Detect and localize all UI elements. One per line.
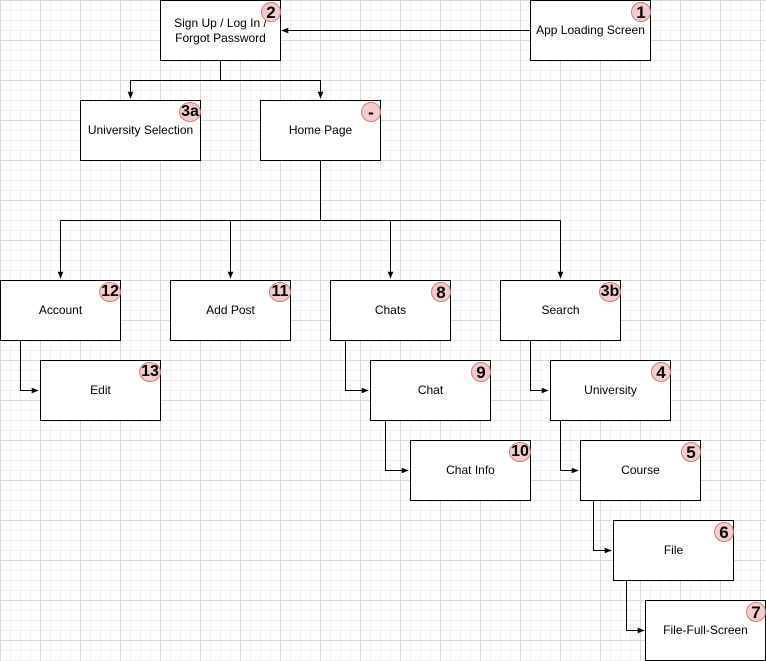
node-account: Account 12 <box>0 280 121 341</box>
node-chat-info: Chat Info 10 <box>410 440 531 501</box>
edge-home-to-account <box>61 220 561 279</box>
node-signup-login: Sign Up / Log In / Forgot Password 2 <box>160 0 281 61</box>
edge-course-to-file <box>593 500 612 554</box>
edge-search-to-university <box>530 340 549 394</box>
step-badge: - <box>361 102 381 122</box>
node-label: Chat <box>417 383 444 397</box>
node-label: File <box>663 543 684 557</box>
step-badge: 10 <box>509 442 531 462</box>
node-label: Account <box>38 303 83 317</box>
edge-chat-to-chat-info <box>385 420 409 474</box>
node-label: Chats <box>374 303 407 317</box>
edge-signup-to-university-selection <box>127 60 221 99</box>
node-university-selection: University Selection 3a <box>80 100 201 161</box>
step-badge: 13 <box>139 362 161 382</box>
step-badge: 4 <box>651 362 671 382</box>
node-label: University Selection <box>87 123 194 137</box>
node-edit: Edit 13 <box>40 360 161 421</box>
step-badge: 7 <box>746 602 766 622</box>
node-university: University 4 <box>550 360 671 421</box>
step-badge: 9 <box>471 362 491 382</box>
step-badge: 6 <box>714 522 734 542</box>
node-label: Sign Up / Log In / Forgot Password <box>174 15 267 45</box>
node-label: Search <box>541 303 580 317</box>
node-file-full-screen: File-Full-Screen 7 <box>645 600 766 661</box>
edge-file-to-file-full <box>626 580 645 634</box>
edge-signup-to-home <box>220 80 324 99</box>
node-label: Course <box>621 463 660 477</box>
node-course: Course 5 <box>580 440 701 501</box>
edge-university-to-course <box>560 420 579 474</box>
node-search: Search 3b <box>500 280 621 341</box>
node-chats: Chats 8 <box>330 280 451 341</box>
step-badge: 11 <box>269 282 291 302</box>
node-label: University <box>584 383 637 397</box>
node-label: App Loading Screen <box>536 23 645 37</box>
node-app-loading-screen: App Loading Screen 1 <box>530 0 651 61</box>
step-badge: 2 <box>261 2 281 22</box>
step-badge: 5 <box>681 442 701 462</box>
node-chat: Chat 9 <box>370 360 491 421</box>
node-label: File-Full-Screen <box>663 623 748 637</box>
edge-chats-to-chat <box>345 340 369 394</box>
step-badge: 3a <box>179 102 201 122</box>
node-add-post: Add Post 11 <box>170 280 291 341</box>
node-file: File 6 <box>613 520 734 581</box>
edge-account-to-edit <box>20 340 39 394</box>
step-badge: 1 <box>631 2 651 22</box>
node-label: Edit <box>90 383 111 397</box>
node-label: Chat Info <box>446 463 495 477</box>
step-badge: 3b <box>599 282 621 302</box>
node-home-page: Home Page - <box>260 100 381 161</box>
step-badge: 8 <box>431 282 451 302</box>
node-label: Home Page <box>288 123 353 137</box>
step-badge: 12 <box>99 282 121 302</box>
node-label: Add Post <box>206 303 255 317</box>
